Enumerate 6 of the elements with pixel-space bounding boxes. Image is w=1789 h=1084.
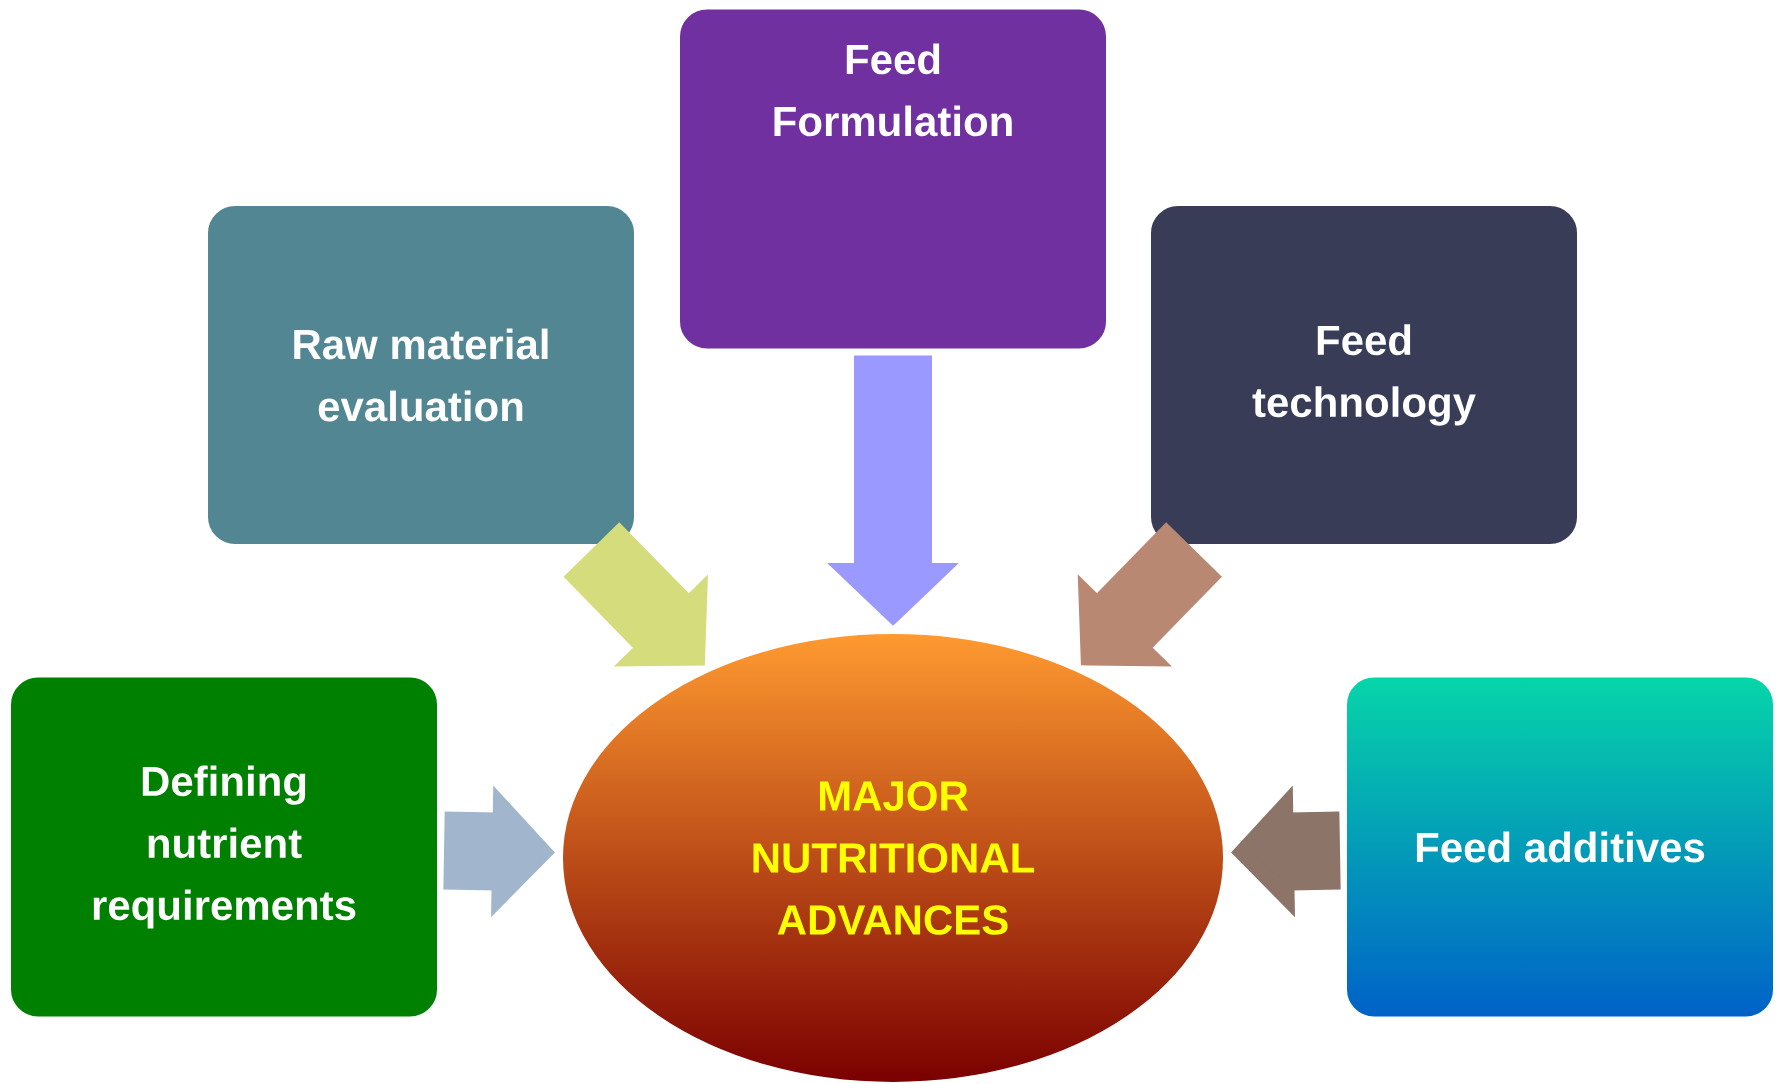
process-box: Feed Formulation bbox=[678, 7, 1108, 351]
process-box: Raw material evaluation bbox=[206, 204, 636, 546]
process-box: Defining nutrient requirements bbox=[9, 675, 439, 1019]
process-box: Feed technology bbox=[1149, 204, 1579, 546]
block-arrow bbox=[563, 522, 708, 667]
process-box: Feed additives bbox=[1345, 675, 1775, 1019]
